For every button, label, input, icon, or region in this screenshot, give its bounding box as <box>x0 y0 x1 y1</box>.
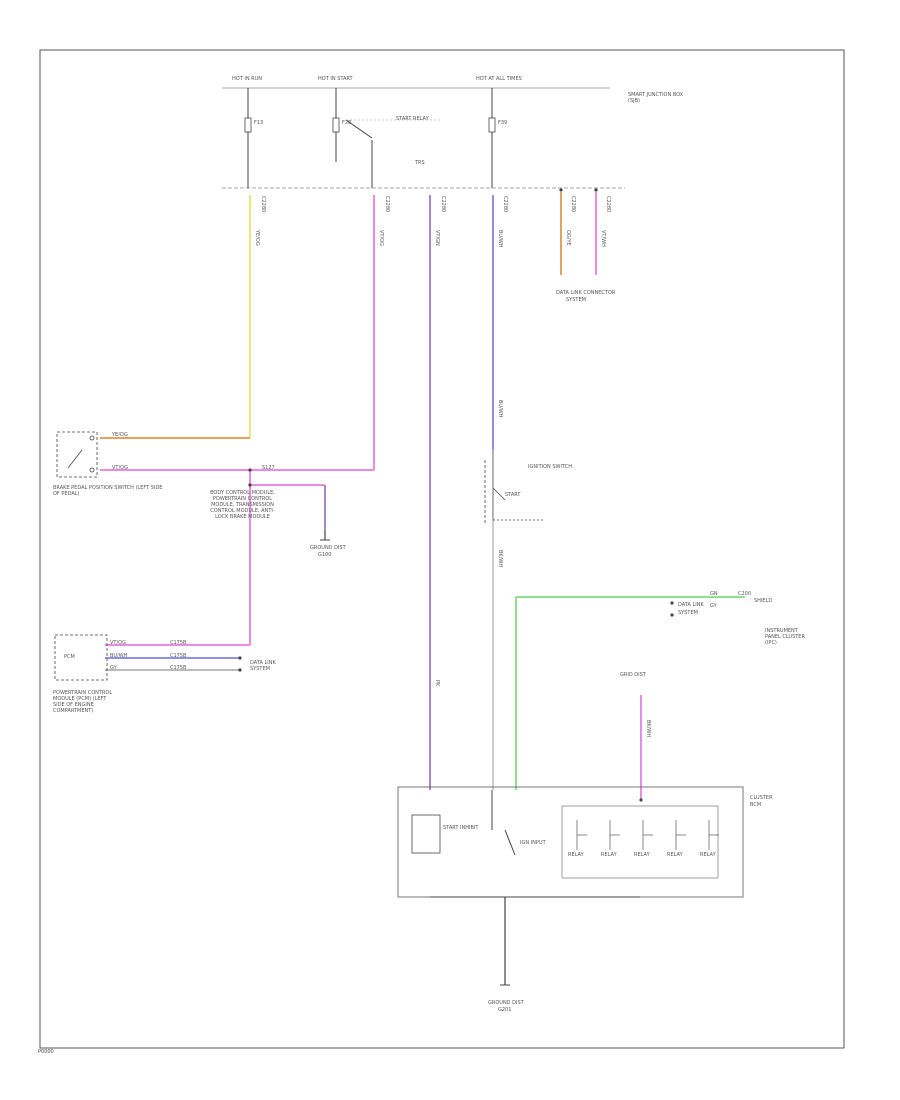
pin3-label: C2280 <box>440 196 446 213</box>
pin4-label: C2280 <box>502 196 508 213</box>
relay-d: RELAY <box>667 852 683 858</box>
wire2-label: VT/OG <box>378 230 384 246</box>
pin5-label: C2280 <box>570 196 576 213</box>
page-footer: P0000 <box>38 1049 54 1055</box>
module-note: BODY CONTROL MODULE, POWERTRAIN CONTROL … <box>210 490 275 520</box>
ctrl-box-label: START INHIBIT <box>443 825 479 831</box>
ground1b-label: G100 <box>318 552 332 558</box>
ihn-wire-label: GN <box>710 591 718 597</box>
ign-wire2: BK/WH <box>497 550 503 568</box>
ihn-sw-label: GY <box>710 603 717 609</box>
pcm-desc: POWERTRAIN CONTROL MODULE (PCM) (LEFT SI… <box>53 690 113 714</box>
pin1-label: C2280 <box>260 196 266 213</box>
fuse3-id: F39 <box>498 120 508 126</box>
pcm-wire3-label: GY <box>110 665 117 671</box>
wire5-label: OG/YE <box>565 230 571 246</box>
fuse2-relay-wire <box>345 119 373 139</box>
data-links-label2: SYSTEM <box>566 297 586 303</box>
wire3-label: VT/GN <box>434 230 440 246</box>
relay-sw-line <box>504 829 516 856</box>
connector-dots <box>238 188 674 802</box>
ign-wire1: BU/WH <box>497 400 503 418</box>
cluster-relays <box>576 820 719 850</box>
fuse3-title: HOT AT ALL TIMES <box>476 76 522 82</box>
cluster-box <box>397 786 744 898</box>
data-links-label: DATA LINK CONNECTOR <box>556 290 616 296</box>
fuse1-title: HOT IN RUN <box>232 76 263 82</box>
wire1-label: YE/OG <box>254 230 260 246</box>
pcm-pin1-label: C175B <box>170 640 187 646</box>
fuse3-symbol <box>488 117 496 133</box>
relay-c: RELAY <box>634 852 650 858</box>
fuse2-symbol <box>332 117 340 133</box>
ignition-switch-label: IGNITION SWITCH <box>528 464 572 470</box>
ign-input-label: IGN INPUT <box>520 840 546 846</box>
relay-label: TRS <box>415 160 425 166</box>
pcm-wire2-label: BU/WH <box>110 653 128 659</box>
grid-wire-label: BK/WH <box>645 720 651 738</box>
diagram-frame <box>39 49 845 1049</box>
pcm-pin3-label: C175B <box>170 665 187 671</box>
pcm-wire1-label: VT/OG <box>110 640 126 646</box>
fuse1-id: F13 <box>254 120 264 126</box>
wire6-label: VT/WH <box>600 230 606 247</box>
ihn-shield-label: SHIELD <box>754 598 773 604</box>
relay-b: RELAY <box>601 852 617 858</box>
ihn-pin-label: C200 <box>738 591 752 597</box>
grid-label: GRID DIST <box>620 672 646 678</box>
ihn-desc: INSTRUMENT PANEL CLUSTER (IPC) <box>765 628 805 646</box>
pcm-note: DATA LINK SYSTEM <box>250 660 276 672</box>
ground-bottom-label: GROUND DIST <box>488 1000 524 1006</box>
ground1-label: GROUND DIST <box>310 545 346 551</box>
relay-array-box <box>561 805 719 879</box>
start-inhibit-box <box>411 814 441 854</box>
splice-label: S127 <box>262 465 275 471</box>
data-link3: DATA LINK <box>678 602 704 608</box>
pin2-label: C2280 <box>384 196 390 213</box>
fuse2-id: F28 <box>342 120 352 126</box>
pin6-label: C2280 <box>605 196 611 213</box>
brake-wire1: YE/OG <box>112 432 128 438</box>
brake-wire2: VT/OG <box>112 465 128 471</box>
pk-wire-label: PK <box>434 680 440 687</box>
wire4-label: BU/WH <box>497 230 503 248</box>
ign-start-label: START <box>505 492 521 498</box>
start-relay-label: START RELAY <box>396 116 429 122</box>
pcm-box <box>54 634 108 681</box>
smart-junction-label: SMART JUNCTION BOX (SJB) <box>628 92 684 104</box>
brake-switch-label: BRAKE PEDAL POSITION SWITCH (LEFT SIDE O… <box>53 485 163 497</box>
data-link3b: SYSTEM <box>678 610 698 616</box>
brake-switch-symbol <box>56 431 98 478</box>
ground-bottom-id: G201 <box>498 1007 512 1013</box>
fuse1-symbol <box>244 117 252 133</box>
relay-a: RELAY <box>568 852 584 858</box>
relay-e: RELAY <box>700 852 716 858</box>
pcm-pins-label: PCM <box>64 654 75 660</box>
fuse2-title: HOT IN START <box>318 76 353 82</box>
ignition-switch-symbol <box>484 460 545 525</box>
cluster-sub: BCM <box>750 802 762 808</box>
cluster-title: CLUSTER <box>750 795 773 801</box>
pcm-pin2-label: C175B <box>170 653 187 659</box>
